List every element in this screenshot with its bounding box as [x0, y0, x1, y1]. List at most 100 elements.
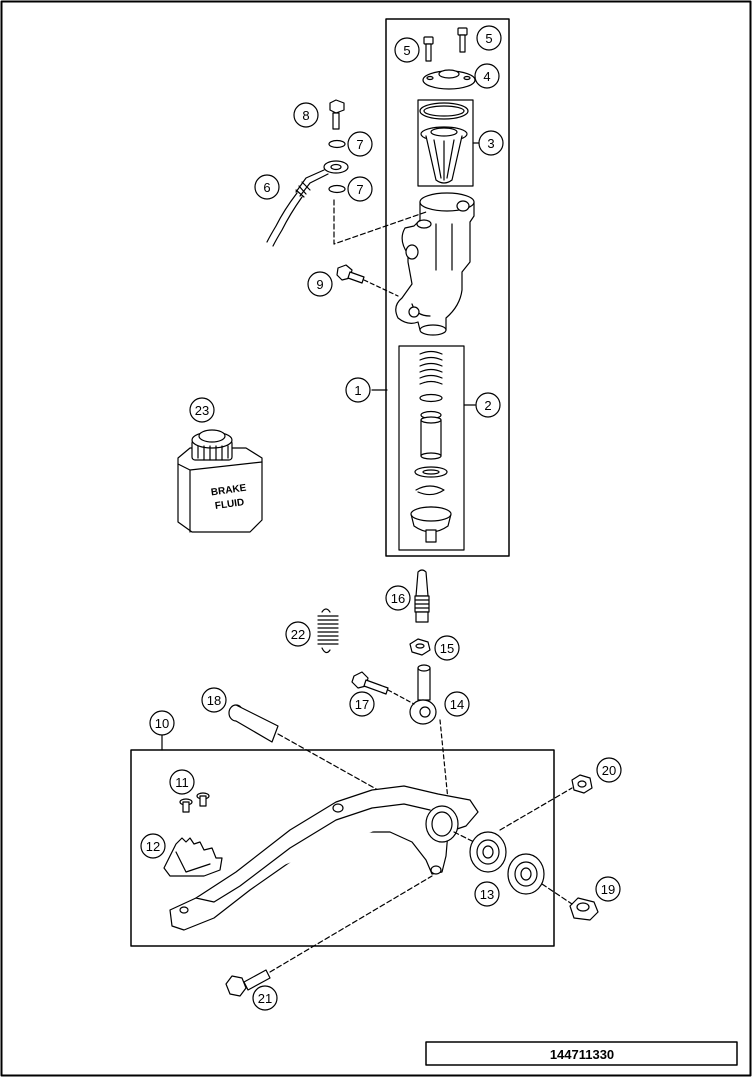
reservoir-bellows-3 — [419, 102, 469, 184]
callout-16: 16 — [385, 585, 411, 611]
callout-circle — [595, 876, 621, 902]
callout-9: 9 — [307, 271, 333, 297]
callout-11: 11 — [169, 769, 195, 795]
callout-12: 12 — [140, 833, 166, 859]
clevis-14 — [409, 664, 437, 725]
part-number-box — [425, 1041, 738, 1066]
callout-circle — [394, 37, 420, 63]
callout-circle — [478, 130, 504, 156]
callout-number: 9 — [316, 277, 323, 292]
callout-circle — [149, 710, 175, 736]
callout-circle — [345, 377, 371, 403]
bolt-9 — [336, 264, 365, 284]
banjo-bolt-8 — [329, 99, 345, 130]
callout-number: 20 — [602, 763, 616, 778]
callout-number: 11 — [175, 775, 189, 790]
callout-number: 3 — [487, 136, 494, 151]
pushrod-16 — [414, 569, 430, 623]
callout-1: 1 — [345, 377, 371, 403]
screws-11 — [179, 792, 210, 813]
callout-8: 8 — [293, 102, 319, 128]
callout-3: 3 — [478, 130, 504, 156]
can-label-line-2: FLUID — [214, 497, 245, 512]
pivot-pin-18 — [228, 704, 279, 743]
callout-22: 22 — [285, 621, 311, 647]
callout-circle — [189, 397, 215, 423]
bolt-17 — [351, 671, 389, 695]
callout-circle — [169, 769, 195, 795]
leader-nut-20 — [453, 787, 573, 843]
callout-circle — [349, 691, 375, 717]
callout-21: 21 — [252, 985, 278, 1011]
callout-number: 12 — [146, 839, 160, 854]
callout-15: 15 — [434, 635, 460, 661]
callout-6: 6 — [254, 174, 280, 200]
callout-number: 1 — [354, 383, 361, 398]
callout-circle — [476, 25, 502, 51]
callout-number: 14 — [450, 697, 464, 712]
callout-circle — [434, 635, 460, 661]
piston-kit-box — [398, 345, 465, 551]
callout-circle — [475, 392, 501, 418]
callout-5a: 5 — [394, 37, 420, 63]
screw-5b — [457, 27, 468, 53]
nut-19 — [569, 897, 599, 921]
callout-19: 19 — [595, 876, 621, 902]
leader-bolt-17 — [387, 689, 415, 705]
callout-number: 17 — [355, 697, 369, 712]
screw-5a — [423, 36, 434, 62]
brake-pedal-lever — [169, 785, 479, 931]
brake-line-6 — [266, 160, 349, 247]
callout-13: 13 — [474, 881, 500, 907]
leader-pin-18 — [277, 733, 379, 791]
callout-circle — [254, 174, 280, 200]
callout-circle — [252, 985, 278, 1011]
callout-23: 23 — [189, 397, 215, 423]
callout-number: 21 — [258, 991, 272, 1006]
callout-number: 18 — [207, 693, 221, 708]
callout-number: 15 — [440, 641, 454, 656]
washer-7a — [328, 139, 346, 149]
callout-number: 7 — [356, 182, 363, 197]
step-plate-12 — [163, 837, 223, 877]
piston-kit-2 — [410, 350, 452, 543]
callout-number: 8 — [302, 108, 309, 123]
callout-circle — [201, 687, 227, 713]
callout-number: 19 — [601, 882, 615, 897]
part-number: 144711330 — [550, 1047, 614, 1062]
callout-18: 18 — [201, 687, 227, 713]
callout-number: 6 — [263, 180, 270, 195]
master-cylinder-body — [395, 192, 475, 336]
leader-bolt-9 — [363, 279, 399, 297]
callout-number: 2 — [484, 398, 491, 413]
callout-circle — [596, 757, 622, 783]
callout-number: 5 — [485, 31, 492, 46]
callout-number: 13 — [480, 887, 494, 902]
callout-circle — [474, 63, 500, 89]
callout-circle — [307, 271, 333, 297]
callout-number: 23 — [195, 403, 209, 418]
washer-7b — [328, 184, 346, 194]
leader-nut-19 — [541, 883, 573, 905]
callout-10: 10 — [149, 710, 175, 736]
callout-5b: 5 — [476, 25, 502, 51]
bolt-21 — [225, 969, 271, 997]
callout-7a: 7 — [347, 131, 373, 157]
callout-20: 20 — [596, 757, 622, 783]
leader-clevis — [439, 719, 449, 801]
callout-number: 22 — [291, 627, 305, 642]
callout-number: 10 — [155, 716, 169, 731]
callout-circle — [293, 102, 319, 128]
bearings-13 — [469, 831, 545, 895]
callout-number: 7 — [356, 137, 363, 152]
spring-22 — [317, 608, 339, 654]
callout-circle — [347, 131, 373, 157]
callout-circle — [285, 621, 311, 647]
master-cylinder-box — [385, 18, 510, 557]
callout-7b: 7 — [347, 176, 373, 202]
callout-17: 17 — [349, 691, 375, 717]
callout-2: 2 — [475, 392, 501, 418]
